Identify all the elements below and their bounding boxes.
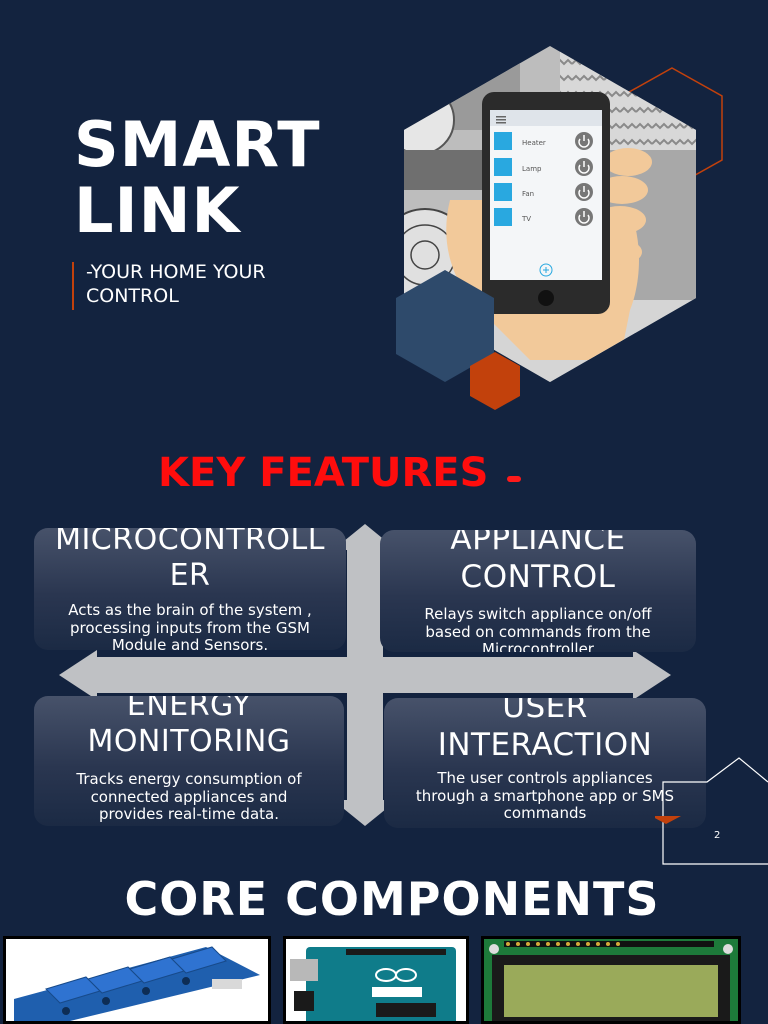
feature-desc-line: The user controls appliances [437,769,653,787]
feature-desc-line: provides real-time data. [99,805,279,823]
slide-title: SMART LINK [74,112,321,244]
fan-icon [494,183,512,201]
key-features-heading: KEY FEATURES [158,450,489,496]
four-way-arrow [59,524,671,826]
feature-card-energy-monitoring: ENERGY MONITORING Tracks energy consumpt… [34,696,344,826]
feature-title: MICROCONTROLL ER [34,528,346,594]
feature-title-line: USER [502,698,588,725]
arduino-board-photo [283,936,469,1024]
heater-icon [494,132,512,150]
feature-description: The user controls appliances through a s… [384,769,706,823]
relay-module-photo [3,936,271,1024]
feature-title-line: ER [169,558,211,593]
feature-desc-line: through a smartphone app or SMS [415,786,675,805]
smart-home-illustration: Heater Lamp Fan TV [396,46,723,410]
feature-title: APPLIANCE CONTROL [380,530,696,596]
feature-description: Relays switch appliance on/off based on … [380,605,696,652]
heading-dash-icon [507,476,521,482]
plus-icon [539,263,553,277]
lamp-icon [494,158,512,176]
feature-desc-line: Acts as the brain of the system , [68,601,312,619]
title-line-1: SMART [74,108,321,181]
page-number-house-outline [655,757,768,865]
feature-title-line: APPLIANCE [450,530,626,557]
app-item-fan[interactable]: Fan [494,183,593,201]
app-item-lamp[interactable]: Lamp [494,158,593,176]
feature-title-line: MICROCONTROLL [55,528,325,557]
feature-title-line: MONITORING [87,724,291,759]
subtitle-line-2: CONTROL [86,285,179,307]
feature-desc-line: commands [503,804,587,822]
arduino-uno-image [286,939,466,1021]
add-device-button[interactable] [539,263,553,277]
feature-card-user-interaction: USER INTERACTION The user controls appli… [384,698,706,828]
lcd-display-photo [481,936,741,1024]
slide-subtitle: -YOUR HOME YOUR CONTROL [86,260,266,308]
feature-desc-line: connected appliances and [90,787,288,806]
feature-desc-line: Module and Sensors. [111,636,269,650]
smartphone [482,92,610,314]
feature-title-line: ENERGY [126,696,252,723]
app-item-tv[interactable]: TV [494,208,593,226]
feature-description: Tracks energy consumption of connected a… [34,770,344,824]
feature-desc-line: Microcontroller [482,640,594,652]
feature-title: USER INTERACTION [384,698,706,764]
app-item-label: Fan [522,190,534,198]
core-components-heading: CORE COMPONENTS [124,872,660,926]
feature-title: ENERGY MONITORING [34,696,344,760]
app-item-label: Lamp [522,165,542,173]
orange-hexagon [470,352,520,410]
feature-desc-line: based on commands from the [425,622,651,641]
blue-hexagon [396,270,494,382]
app-item-heater[interactable]: Heater [494,132,593,150]
page-number: 2 [714,830,721,841]
app-item-list: Heater Lamp Fan TV [494,132,593,277]
subtitle-line-1: -YOUR HOME YOUR [86,261,266,283]
title-line-2: LINK [74,174,241,247]
feature-card-microcontroller: MICROCONTROLL ER Acts as the brain of th… [34,528,346,650]
relay-board-image [6,939,268,1021]
lcd-module-image [484,939,738,1021]
feature-description: Acts as the brain of the system , proces… [34,601,346,650]
feature-desc-line: processing inputs from the GSM [70,618,310,637]
feature-desc-line: Relays switch appliance on/off [424,605,652,623]
tv-icon [494,208,512,226]
feature-title-line: INTERACTION [437,727,653,763]
app-item-label: TV [521,215,531,223]
feature-desc-line: Tracks energy consumption of [76,770,302,788]
feature-title-line: CONTROL [460,559,616,595]
feature-card-appliance-control: APPLIANCE CONTROL Relays switch applianc… [380,530,696,652]
subtitle-accent-bar [72,262,74,310]
app-item-label: Heater [522,139,546,147]
